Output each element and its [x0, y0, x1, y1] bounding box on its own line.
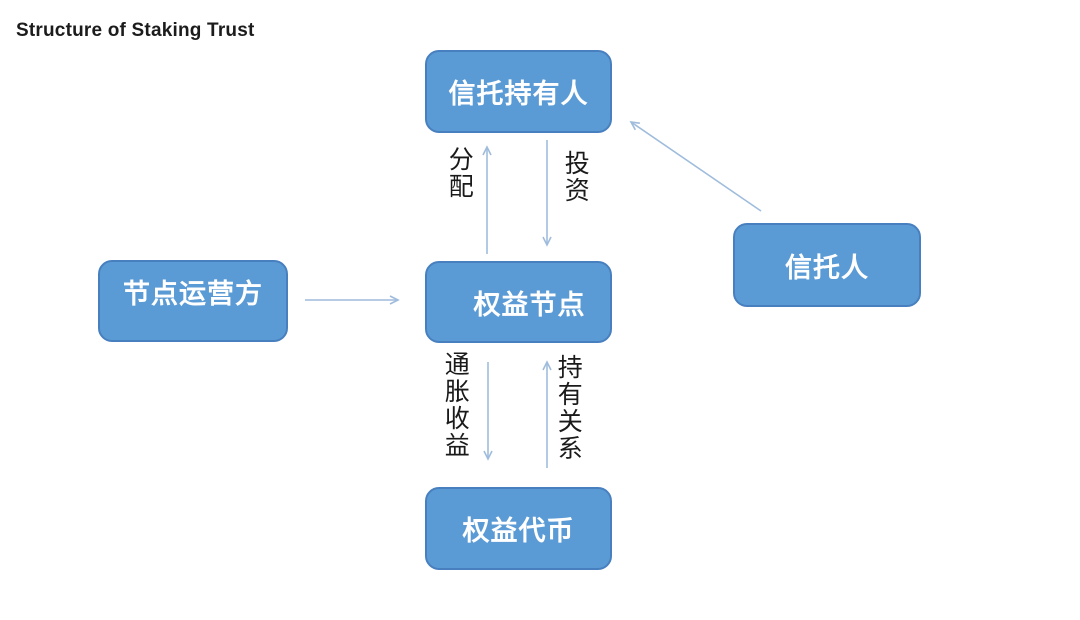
- node-trustee-label: 信托人: [785, 252, 869, 283]
- node-trustee: 信托人: [733, 223, 921, 307]
- edge-label-investment: 投资: [561, 150, 590, 204]
- arrow-trustee-to-holder: [629, 120, 762, 212]
- edge-label-distribution: 分配: [445, 146, 474, 200]
- edge-label-inflation-income: 通胀收益: [441, 351, 470, 459]
- node-staking-node: 权益节点: [425, 261, 612, 343]
- node-node-operator: 节点运营方: [98, 260, 288, 342]
- node-staking-node-label: 权益节点: [473, 289, 586, 320]
- diagram-title: Structure of Staking Trust: [16, 20, 255, 41]
- node-trust-holder-label: 信托持有人: [448, 79, 589, 109]
- edge-label-holding-relationship: 持有关系: [554, 354, 583, 462]
- node-trust-holder: 信托持有人: [425, 50, 612, 133]
- node-node-operator-label: 节点运营方: [123, 279, 263, 309]
- node-staking-token: 权益代币: [425, 487, 612, 570]
- node-staking-token-label: 权益代币: [462, 516, 575, 546]
